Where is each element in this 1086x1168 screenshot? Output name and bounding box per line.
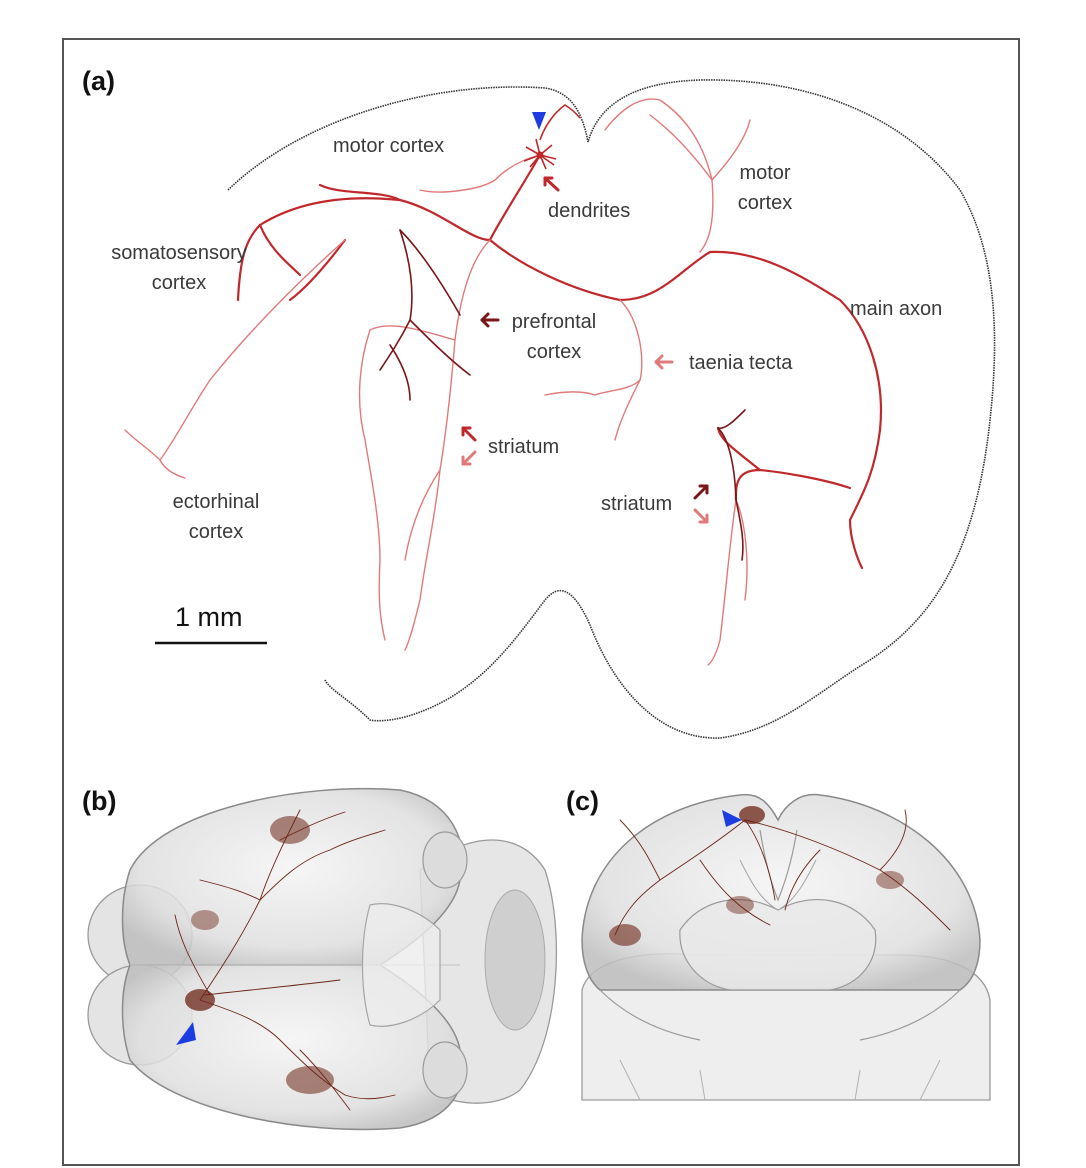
label-somatosensory-line1: somatosensory <box>111 242 247 264</box>
label-ectorhinal-line1: ectorhinal <box>172 491 260 513</box>
panel-b-brain <box>87 787 558 1131</box>
striatum-left-arrow-dark-icon <box>461 426 477 442</box>
panel-b-neuron-cluster <box>185 816 334 1094</box>
label-motor-cortex-right-line1: motor <box>739 162 791 184</box>
striatum-right-arrow-light-icon <box>693 508 709 524</box>
label-somatosensory-line2: cortex <box>151 272 207 294</box>
label-main-axon: main axon <box>850 298 943 320</box>
scale-bar-label: 1 mm <box>175 602 243 632</box>
label-motor-cortex-right: motor cortex <box>734 158 796 218</box>
label-prefrontal-cortex: prefrontal cortex <box>506 307 602 367</box>
dendrites-arrow-icon <box>543 176 560 192</box>
panel-c-soma-marker-icon <box>722 810 742 827</box>
panel-label-a: (a) <box>82 66 115 96</box>
label-striatum-left: striatum <box>488 436 560 458</box>
striatum-left-arrow-light-icon <box>461 450 477 466</box>
label-somatosensory-cortex: somatosensory cortex <box>102 238 256 298</box>
panel-b-soma-marker-icon <box>176 1022 196 1045</box>
panel-label-c: (c) <box>566 786 599 816</box>
label-motor-cortex-right-line2: cortex <box>737 192 793 214</box>
label-striatum-right: striatum <box>601 493 673 515</box>
panel-c-neuron-cluster <box>609 806 904 946</box>
taenia-tecta-arrow-icon <box>654 354 674 370</box>
panel-label-b: (b) <box>82 786 117 816</box>
soma-dendrites <box>523 104 581 170</box>
label-motor-cortex-left: motor cortex <box>333 135 445 157</box>
label-ectorhinal-line2: cortex <box>188 521 244 543</box>
prefrontal-arrow-icon <box>480 312 500 328</box>
label-prefrontal-line2: cortex <box>526 341 582 363</box>
label-prefrontal-line1: prefrontal <box>511 311 597 333</box>
label-dendrites: dendrites <box>548 200 631 222</box>
striatum-right-arrow-dark-icon <box>693 484 709 500</box>
label-taenia-tecta: taenia tecta <box>689 352 793 374</box>
section-outline <box>227 79 996 739</box>
panel-a-drawing <box>124 79 996 739</box>
label-ectorhinal-cortex: ectorhinal cortex <box>166 487 266 547</box>
soma-marker-icon <box>532 112 546 130</box>
panel-c-brain <box>581 793 991 1101</box>
